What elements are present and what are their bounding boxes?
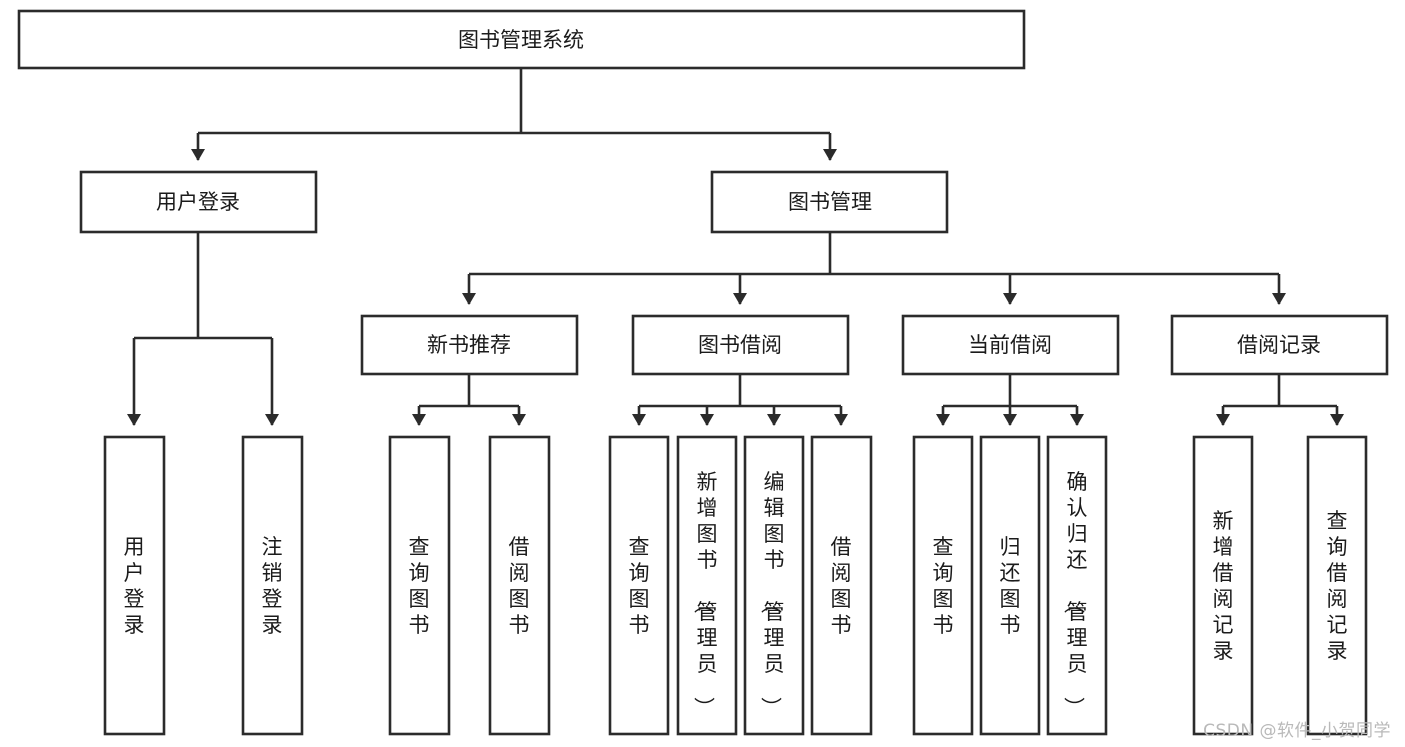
leaf-return-book-box[interactable] — [979, 435, 1041, 736]
node-user-login-box[interactable] — [79, 170, 318, 234]
leaf-query-book-1-box[interactable] — [388, 435, 451, 736]
node-borrow-record[interactable]: 借阅记录 — [1170, 314, 1389, 376]
node-book-borrow-box[interactable] — [631, 314, 850, 376]
leaf-confirm-return-box[interactable] — [1046, 435, 1108, 736]
node-new-book-recommend-box[interactable] — [360, 314, 579, 376]
csdn-watermark: CSDN @软件_小贺同学 — [1203, 721, 1391, 741]
leaf-add-record-label: 新增借阅记录 — [1213, 509, 1234, 663]
leaf-borrow-book-2-box[interactable] — [810, 435, 873, 736]
leaf-return-book-label: 归还图书 — [1000, 535, 1021, 637]
leaf-node-add-book[interactable]: 新增图书（管理员） — [676, 435, 738, 736]
node-current-borrow-label: 当前借阅 — [968, 333, 1052, 357]
leaf-node-user-logout[interactable]: 注销登录 — [241, 435, 304, 736]
node-book-manage-label: 图书管理 — [788, 190, 872, 214]
leaf-user-login-label: 用户登录 — [124, 535, 145, 637]
connector-group-root — [191, 68, 837, 161]
leaf-node-query-book-3[interactable]: 查询图书 — [912, 435, 974, 736]
leaf-edit-book-box[interactable] — [743, 435, 805, 736]
connector-group-borrow-record — [1216, 374, 1344, 426]
connector-group-current-borrow — [936, 374, 1084, 426]
node-new-book-recommend-label: 新书推荐 — [427, 333, 511, 357]
node-borrow-record-box[interactable] — [1170, 314, 1389, 376]
node-book-manage[interactable]: 图书管理 — [710, 170, 949, 234]
node-borrow-record-label: 借阅记录 — [1237, 333, 1321, 357]
connector-group-book-borrow — [632, 374, 848, 426]
leaf-node-query-book-2[interactable]: 查询图书 — [608, 435, 670, 736]
connector-group-new-book-recommend — [412, 374, 526, 426]
leaf-query-book-2-label: 查询图书 — [629, 535, 650, 637]
node-root-label: 图书管理系统 — [458, 28, 584, 52]
node-current-borrow-box[interactable] — [901, 314, 1120, 376]
leaf-node-add-record[interactable]: 新增借阅记录 — [1192, 435, 1254, 736]
leaf-user-logout-box[interactable] — [241, 435, 304, 736]
leaf-borrow-book-1-box[interactable] — [488, 435, 551, 736]
node-root[interactable]: 图书管理系统 — [17, 9, 1026, 70]
leaf-node-borrow-book-2[interactable]: 借阅图书 — [810, 435, 873, 736]
leaf-add-book-box[interactable] — [676, 435, 738, 736]
leaf-node-user-login[interactable]: 用户登录 — [103, 435, 166, 736]
connector-group-user-login — [127, 232, 279, 426]
connector-group-book-manage — [462, 232, 1286, 305]
leaf-node-query-book-1[interactable]: 查询图书 — [388, 435, 451, 736]
leaf-user-logout-label: 注销登录 — [262, 535, 283, 637]
leaf-node-borrow-book-1[interactable]: 借阅图书 — [488, 435, 551, 736]
leaf-query-record-box[interactable] — [1306, 435, 1368, 736]
leaf-add-book-label: 新增图书（管理员） — [692, 470, 718, 718]
leaf-borrow-book-2-label: 借阅图书 — [831, 535, 852, 637]
node-current-borrow[interactable]: 当前借阅 — [901, 314, 1120, 376]
node-book-borrow-label: 图书借阅 — [698, 333, 782, 357]
leaf-query-book-3-box[interactable] — [912, 435, 974, 736]
leaf-node-edit-book[interactable]: 编辑图书（管理员） — [743, 435, 805, 736]
leaf-borrow-book-1-label: 借阅图书 — [509, 535, 530, 637]
node-new-book-recommend[interactable]: 新书推荐 — [360, 314, 579, 376]
leaf-node-query-record[interactable]: 查询借阅记录 — [1306, 435, 1368, 736]
leaf-query-record-label: 查询借阅记录 — [1327, 509, 1348, 663]
leaf-query-book-3-label: 查询图书 — [933, 535, 954, 637]
node-user-login-label: 用户登录 — [156, 190, 240, 214]
leaf-confirm-return-label: 确认归还（管理员） — [1062, 470, 1088, 718]
node-book-borrow[interactable]: 图书借阅 — [631, 314, 850, 376]
leaf-query-book-1-label: 查询图书 — [409, 535, 430, 637]
node-root-box[interactable] — [17, 9, 1026, 70]
node-user-login[interactable]: 用户登录 — [79, 170, 318, 234]
leaf-add-record-box[interactable] — [1192, 435, 1254, 736]
leaf-user-login-box[interactable] — [103, 435, 166, 736]
leaf-node-confirm-return[interactable]: 确认归还（管理员） — [1046, 435, 1108, 736]
leaf-edit-book-label: 编辑图书（管理员） — [759, 470, 785, 718]
leaf-node-return-book[interactable]: 归还图书 — [979, 435, 1041, 736]
leaf-query-book-2-box[interactable] — [608, 435, 670, 736]
node-book-manage-box[interactable] — [710, 170, 949, 234]
